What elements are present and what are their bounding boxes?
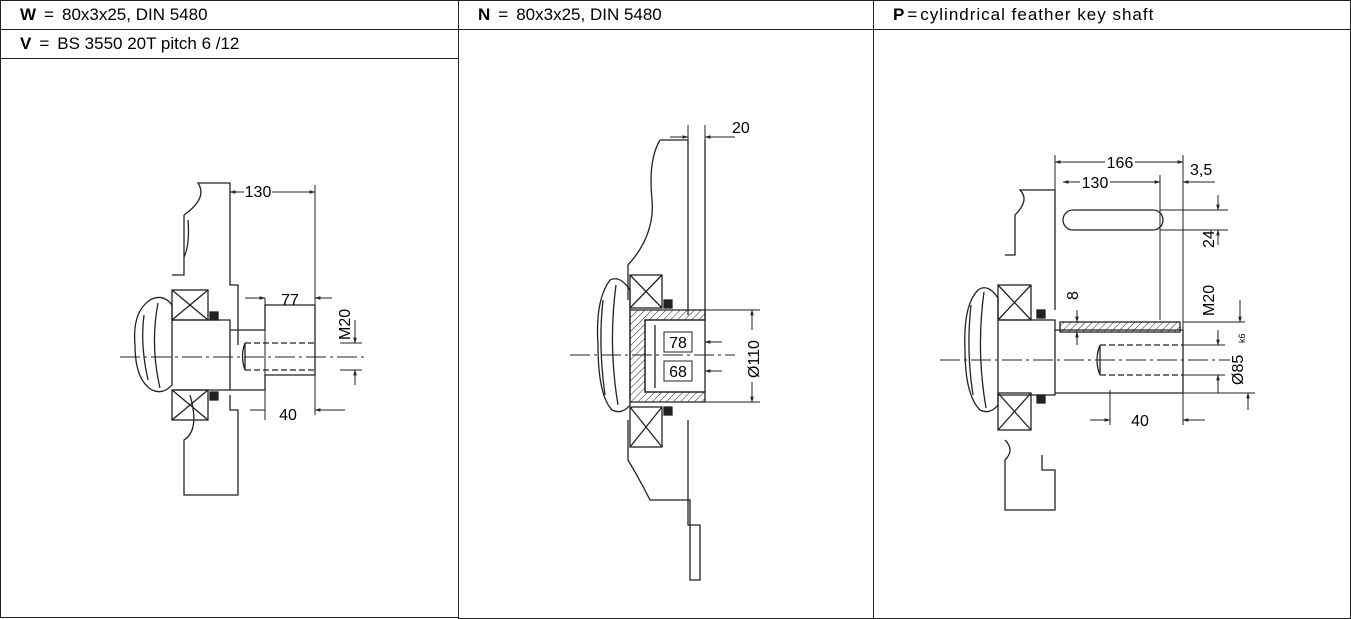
dim-20-n: 20 (732, 120, 750, 137)
equals-sign: = (44, 5, 54, 24)
drawing-w (120, 182, 365, 496)
variant-letter-w: W (20, 5, 37, 24)
spline-spec-n: 80x3x25, DIN 5480 (516, 5, 662, 24)
spline-spec-v: BS 3550 20T pitch 6 /12 (57, 34, 240, 53)
dim-m20-p: M20 (1201, 285, 1218, 316)
dim-130-p: 130 (1082, 175, 1109, 192)
drawing-n (570, 125, 760, 581)
dim-68-n: 68 (669, 364, 687, 381)
header-n: N = 80x3x25, DIN 5480 (458, 0, 874, 30)
dim-24-p: 24 (1201, 230, 1218, 248)
drawing-cell-n (458, 29, 874, 619)
header-p: P=cylindrical feather key shaft (873, 0, 1351, 30)
dim-110-n: Ø110 (746, 340, 763, 378)
dim-166-p: 166 (1107, 155, 1134, 172)
dim-85-p: Ø85 (1230, 355, 1247, 385)
dim-40-p: 40 (1131, 413, 1149, 430)
header-w: W = 80x3x25, DIN 5480 (0, 0, 459, 30)
dim-130-w-label: 130 (245, 184, 272, 201)
variant-letter-n: N (478, 5, 491, 24)
dim-78-n: 78 (669, 335, 687, 352)
dim-8-p: 8 (1065, 291, 1082, 300)
dim-m20-w: M20 (337, 309, 354, 340)
dim-3-5-p: 3,5 (1190, 162, 1212, 179)
spline-spec-w: 80x3x25, DIN 5480 (61, 5, 208, 24)
variant-letter-v: V (20, 34, 32, 53)
equals-sign: = (39, 34, 50, 53)
dim-77-w: 77 (281, 292, 299, 309)
dim-40-w: 40 (279, 407, 297, 424)
header-v: V = BS 3550 20T pitch 6 /12 (0, 29, 459, 59)
variant-letter-p: P (893, 5, 906, 24)
shaft-spec-p: cylindrical feather key shaft (920, 5, 1155, 24)
tolerance-k6-p: k6 (1237, 333, 1247, 343)
equals-sign: = (498, 5, 509, 24)
drawing-p (940, 155, 1255, 511)
equals-sign: = (907, 5, 919, 24)
